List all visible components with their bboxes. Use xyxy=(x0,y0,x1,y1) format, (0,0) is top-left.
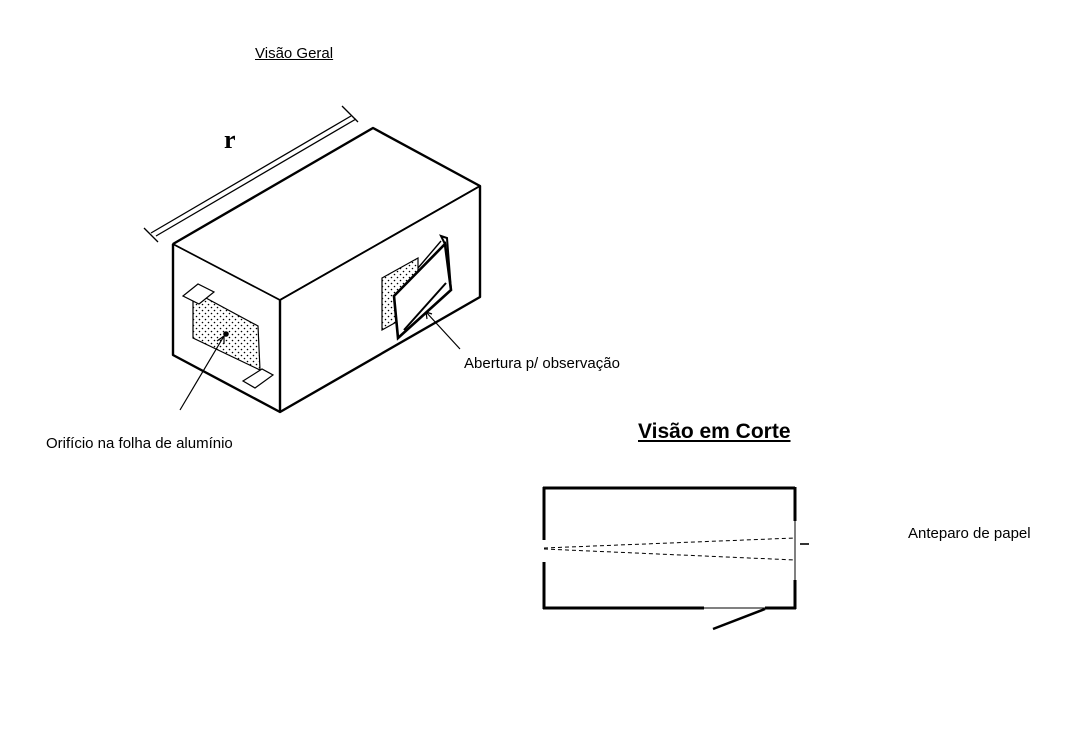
observation-opening xyxy=(381,234,453,341)
hole-label: Orifício na folha de alumínio xyxy=(46,435,233,452)
leader-hole-arrow xyxy=(179,335,225,411)
tape-pieces xyxy=(181,283,275,389)
section-title: Visão em Corte xyxy=(638,420,791,443)
pinhole-dot xyxy=(223,331,229,337)
dimension-r-line xyxy=(143,105,359,243)
opening-label: Abertura p/ observação xyxy=(464,355,620,372)
screen-label: Anteparo de papel xyxy=(908,525,1031,542)
observation-flap xyxy=(712,607,766,631)
dimension-r-label: r xyxy=(224,125,236,154)
overview-title: Visão Geral xyxy=(255,45,334,62)
light-rays xyxy=(543,537,796,561)
section-box xyxy=(542,486,797,631)
leader-opening-arrow xyxy=(425,311,461,350)
